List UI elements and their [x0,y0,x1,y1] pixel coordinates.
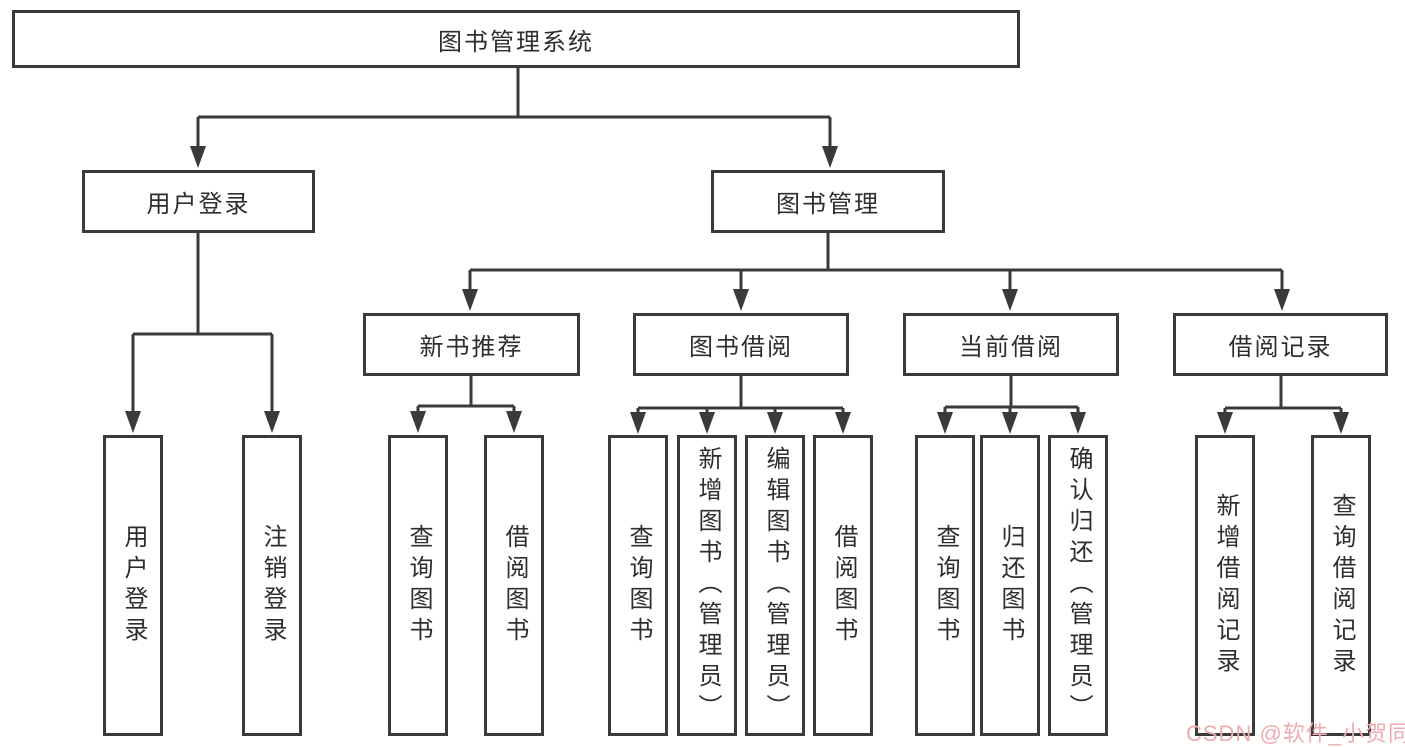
node-label: 确认归还（管理员） [1065,446,1092,725]
csdn-watermark: CSDN @软件_小贺同学 [1186,721,1405,746]
leaf-recommend-borrow-books: 借阅图书 [484,435,544,736]
node-label: 编辑图书（管理员） [762,446,789,725]
node-book-borrow: 图书借阅 [633,313,849,376]
leaf-user-login: 用户登录 [103,435,163,736]
node-label: 用户登录 [120,523,147,648]
node-label: 借阅记录 [1228,334,1333,361]
node-label: 用户登录 [146,191,251,218]
node-label: 当前借阅 [959,334,1063,361]
leaf-query-borrow-record: 查询借阅记录 [1311,435,1371,736]
leaf-borrow-query-books: 查询图书 [608,435,668,736]
leaf-edit-books-admin: 编辑图书（管理员） [745,435,805,736]
leaf-recommend-query-books: 查询图书 [388,435,448,736]
node-label: 注销登录 [259,523,286,648]
leaf-add-borrow-record: 新增借阅记录 [1195,435,1255,736]
node-label: 新增借阅记录 [1212,492,1239,679]
node-label: 查询借阅记录 [1328,492,1355,679]
node-label: 查询图书 [932,523,959,648]
node-label: 借阅图书 [501,523,528,648]
leaf-logout: 注销登录 [242,435,302,736]
node-borrow-records: 借阅记录 [1173,313,1388,376]
node-user-login: 用户登录 [82,170,315,233]
connector-lines [131,68,1343,416]
node-label: 查询图书 [405,523,432,648]
node-label: 新增图书（管理员） [694,446,721,725]
node-label: 图书借阅 [689,334,793,361]
node-label: 图书管理系统 [438,28,594,56]
node-label: 新书推荐 [419,334,524,361]
node-label: 查询图书 [625,523,652,648]
node-label: 借阅图书 [830,523,857,648]
node-root-system: 图书管理系统 [12,10,1020,68]
node-book-management: 图书管理 [711,170,945,233]
leaf-current-query-books: 查询图书 [915,435,975,736]
node-label: 图书管理 [776,191,880,218]
node-label: 归还图书 [997,523,1024,648]
node-new-book-recommend: 新书推荐 [363,313,580,376]
leaf-confirm-return-admin: 确认归还（管理员） [1048,435,1108,736]
leaf-borrow-books: 借阅图书 [813,435,873,736]
leaf-add-books-admin: 新增图书（管理员） [677,435,737,736]
leaf-return-books: 归还图书 [980,435,1040,736]
node-current-borrow: 当前借阅 [903,313,1119,376]
arrowheads [125,146,1349,434]
